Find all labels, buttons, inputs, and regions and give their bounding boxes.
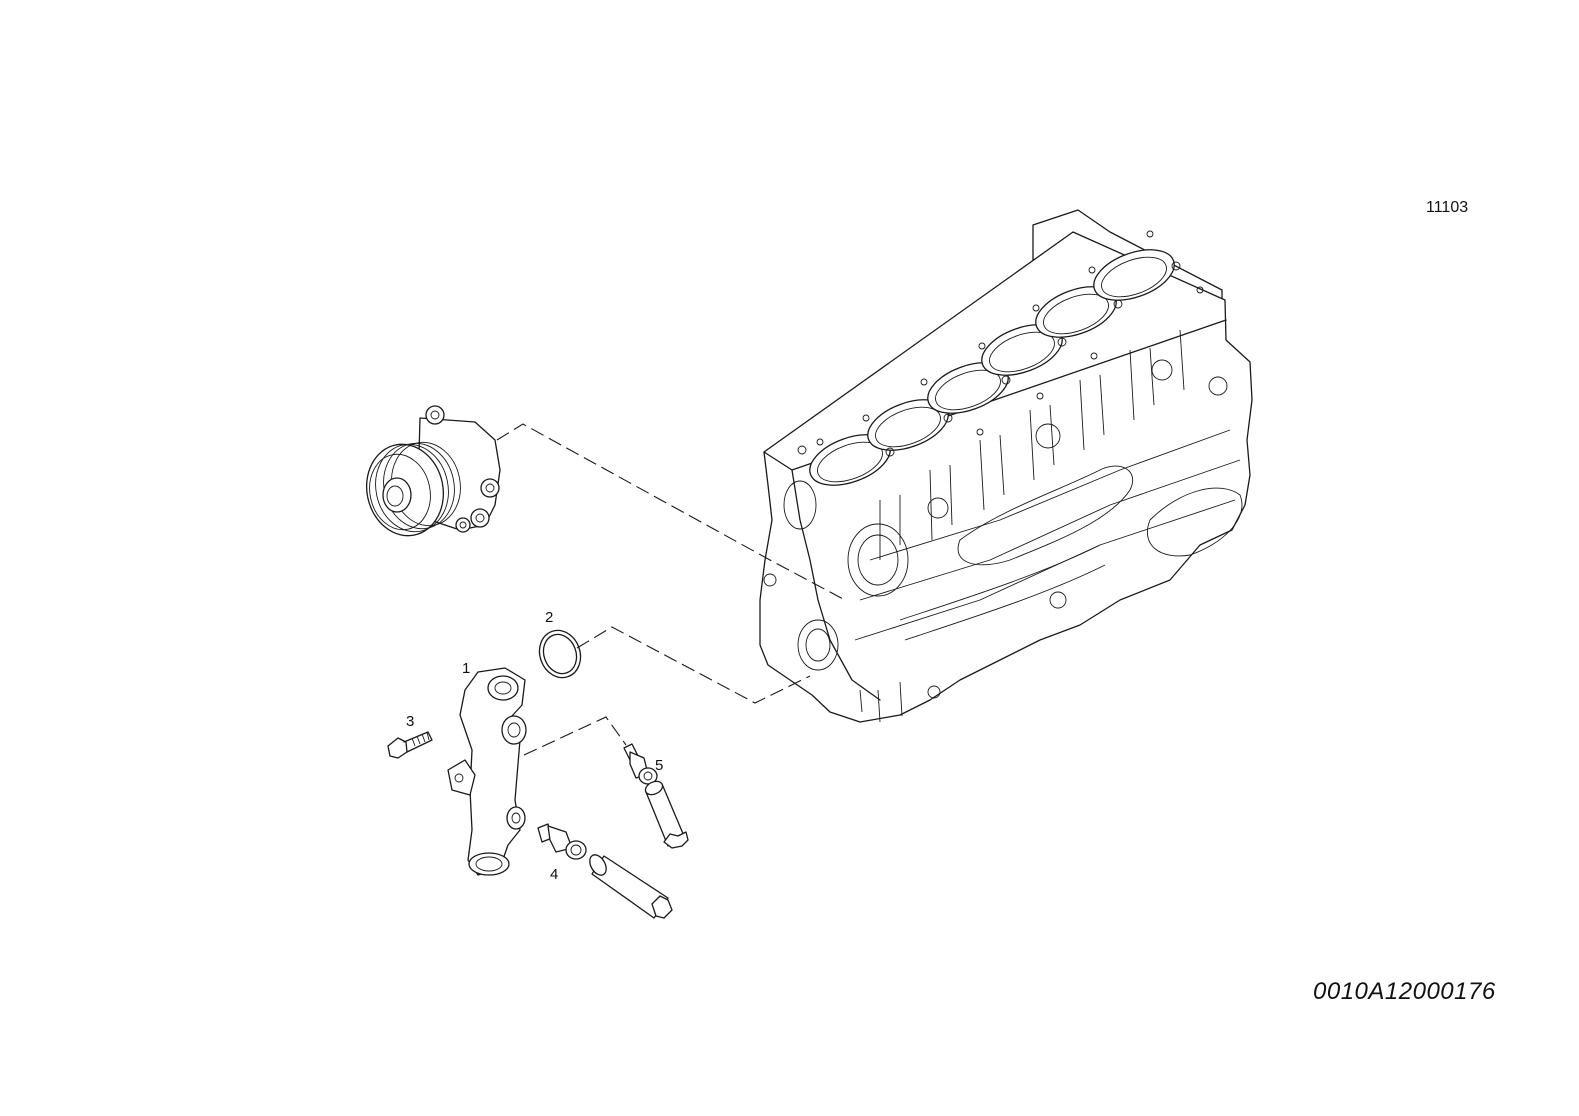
temperature-sender (537, 823, 587, 860)
coolant-outlet-elbow (447, 667, 527, 876)
group-code: 11103 (1426, 199, 1469, 216)
connector-hose-5 (644, 780, 689, 849)
callout-5: 5 (655, 757, 664, 774)
callout-2: 2 (545, 609, 554, 626)
assembly-lines (496, 423, 846, 756)
cylinder-bores (809, 249, 1175, 486)
connector-hose-4 (589, 854, 673, 919)
drawing-id: 0010A12000176 (1313, 978, 1496, 1005)
o-ring (538, 629, 582, 679)
temperature-sensor (623, 743, 658, 785)
callout-3: 3 (406, 713, 415, 730)
water-pump (365, 405, 501, 537)
flange-bolt (387, 731, 433, 759)
callout-1: 1 (462, 660, 471, 677)
bolt-holes (797, 230, 1204, 457)
callout-4: 4 (550, 866, 559, 883)
engine-block (759, 209, 1253, 723)
